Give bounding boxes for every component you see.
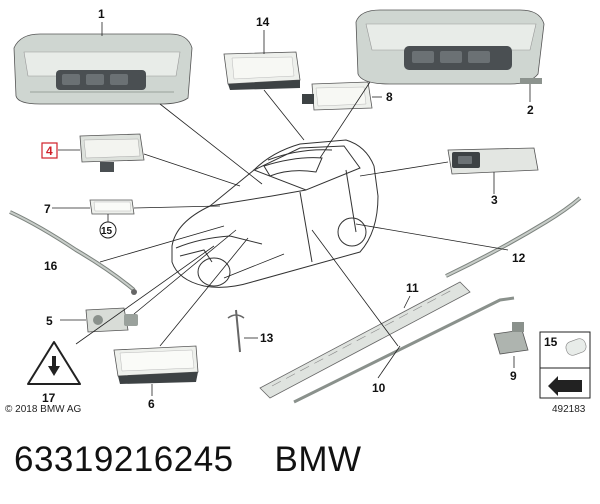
parts-diagram: 1 2 3 4 5 6 7 8 9 10 11 12 13 14 15 15 1… <box>9 7 591 411</box>
callout-11: 11 <box>406 281 419 295</box>
callout-15: 15 <box>101 226 113 237</box>
inset-box <box>539 331 591 399</box>
highlight-box <box>41 142 58 159</box>
callout-8: 8 <box>386 90 393 104</box>
callout-12: 12 <box>512 251 526 265</box>
callout-7: 7 <box>44 202 51 216</box>
part-16-trim-strip[interactable] <box>9 210 137 295</box>
part-number: 63319216245 <box>14 440 234 479</box>
callout-10: 10 <box>372 381 386 395</box>
callout-2: 2 <box>527 103 534 117</box>
callout-17: 17 <box>42 391 56 405</box>
diagram-number: 492183 <box>552 404 586 415</box>
part-3-switch-module[interactable] <box>447 147 539 175</box>
callout-15-inset: 15 <box>544 335 558 349</box>
copyright-text: © 2018 BMW AG <box>5 404 82 415</box>
leader-lines <box>52 22 531 396</box>
part-8-reading-light[interactable] <box>302 81 373 111</box>
part-1-overhead-console[interactable] <box>13 33 193 105</box>
part-14-interior-light[interactable] <box>223 51 301 90</box>
car-outline <box>171 139 379 288</box>
part-13-clip[interactable] <box>227 309 245 353</box>
callout-13: 13 <box>260 331 274 345</box>
part-12-trim-strip[interactable] <box>445 196 582 278</box>
part-7-small-lamp[interactable] <box>89 199 135 215</box>
callout-3: 3 <box>491 193 498 207</box>
callout-1: 1 <box>98 7 105 21</box>
callout-9: 9 <box>510 369 517 383</box>
warning-triangle-icon <box>27 341 81 385</box>
part-6-footwell-light[interactable] <box>113 345 199 384</box>
part-4-light-unit[interactable] <box>79 133 145 172</box>
callout-15-circle: 15 <box>99 221 117 239</box>
callout-16: 16 <box>44 259 58 273</box>
arrow-icon <box>548 376 582 396</box>
part-2-overhead-console[interactable] <box>355 9 545 85</box>
callout-6: 6 <box>148 397 155 411</box>
footer-caption: 63319216245 BMW <box>14 440 362 480</box>
part-5-bulb-holder[interactable] <box>85 307 138 333</box>
callout-5: 5 <box>46 314 53 328</box>
brand-name: BMW <box>274 440 362 479</box>
part-9-connector[interactable] <box>493 322 529 355</box>
callout-14: 14 <box>256 15 270 29</box>
part-10-strip[interactable] <box>293 296 515 404</box>
bulb-icon <box>565 338 587 356</box>
callout-4: 4 <box>46 144 53 158</box>
part-11-trim-panel[interactable] <box>259 281 471 399</box>
